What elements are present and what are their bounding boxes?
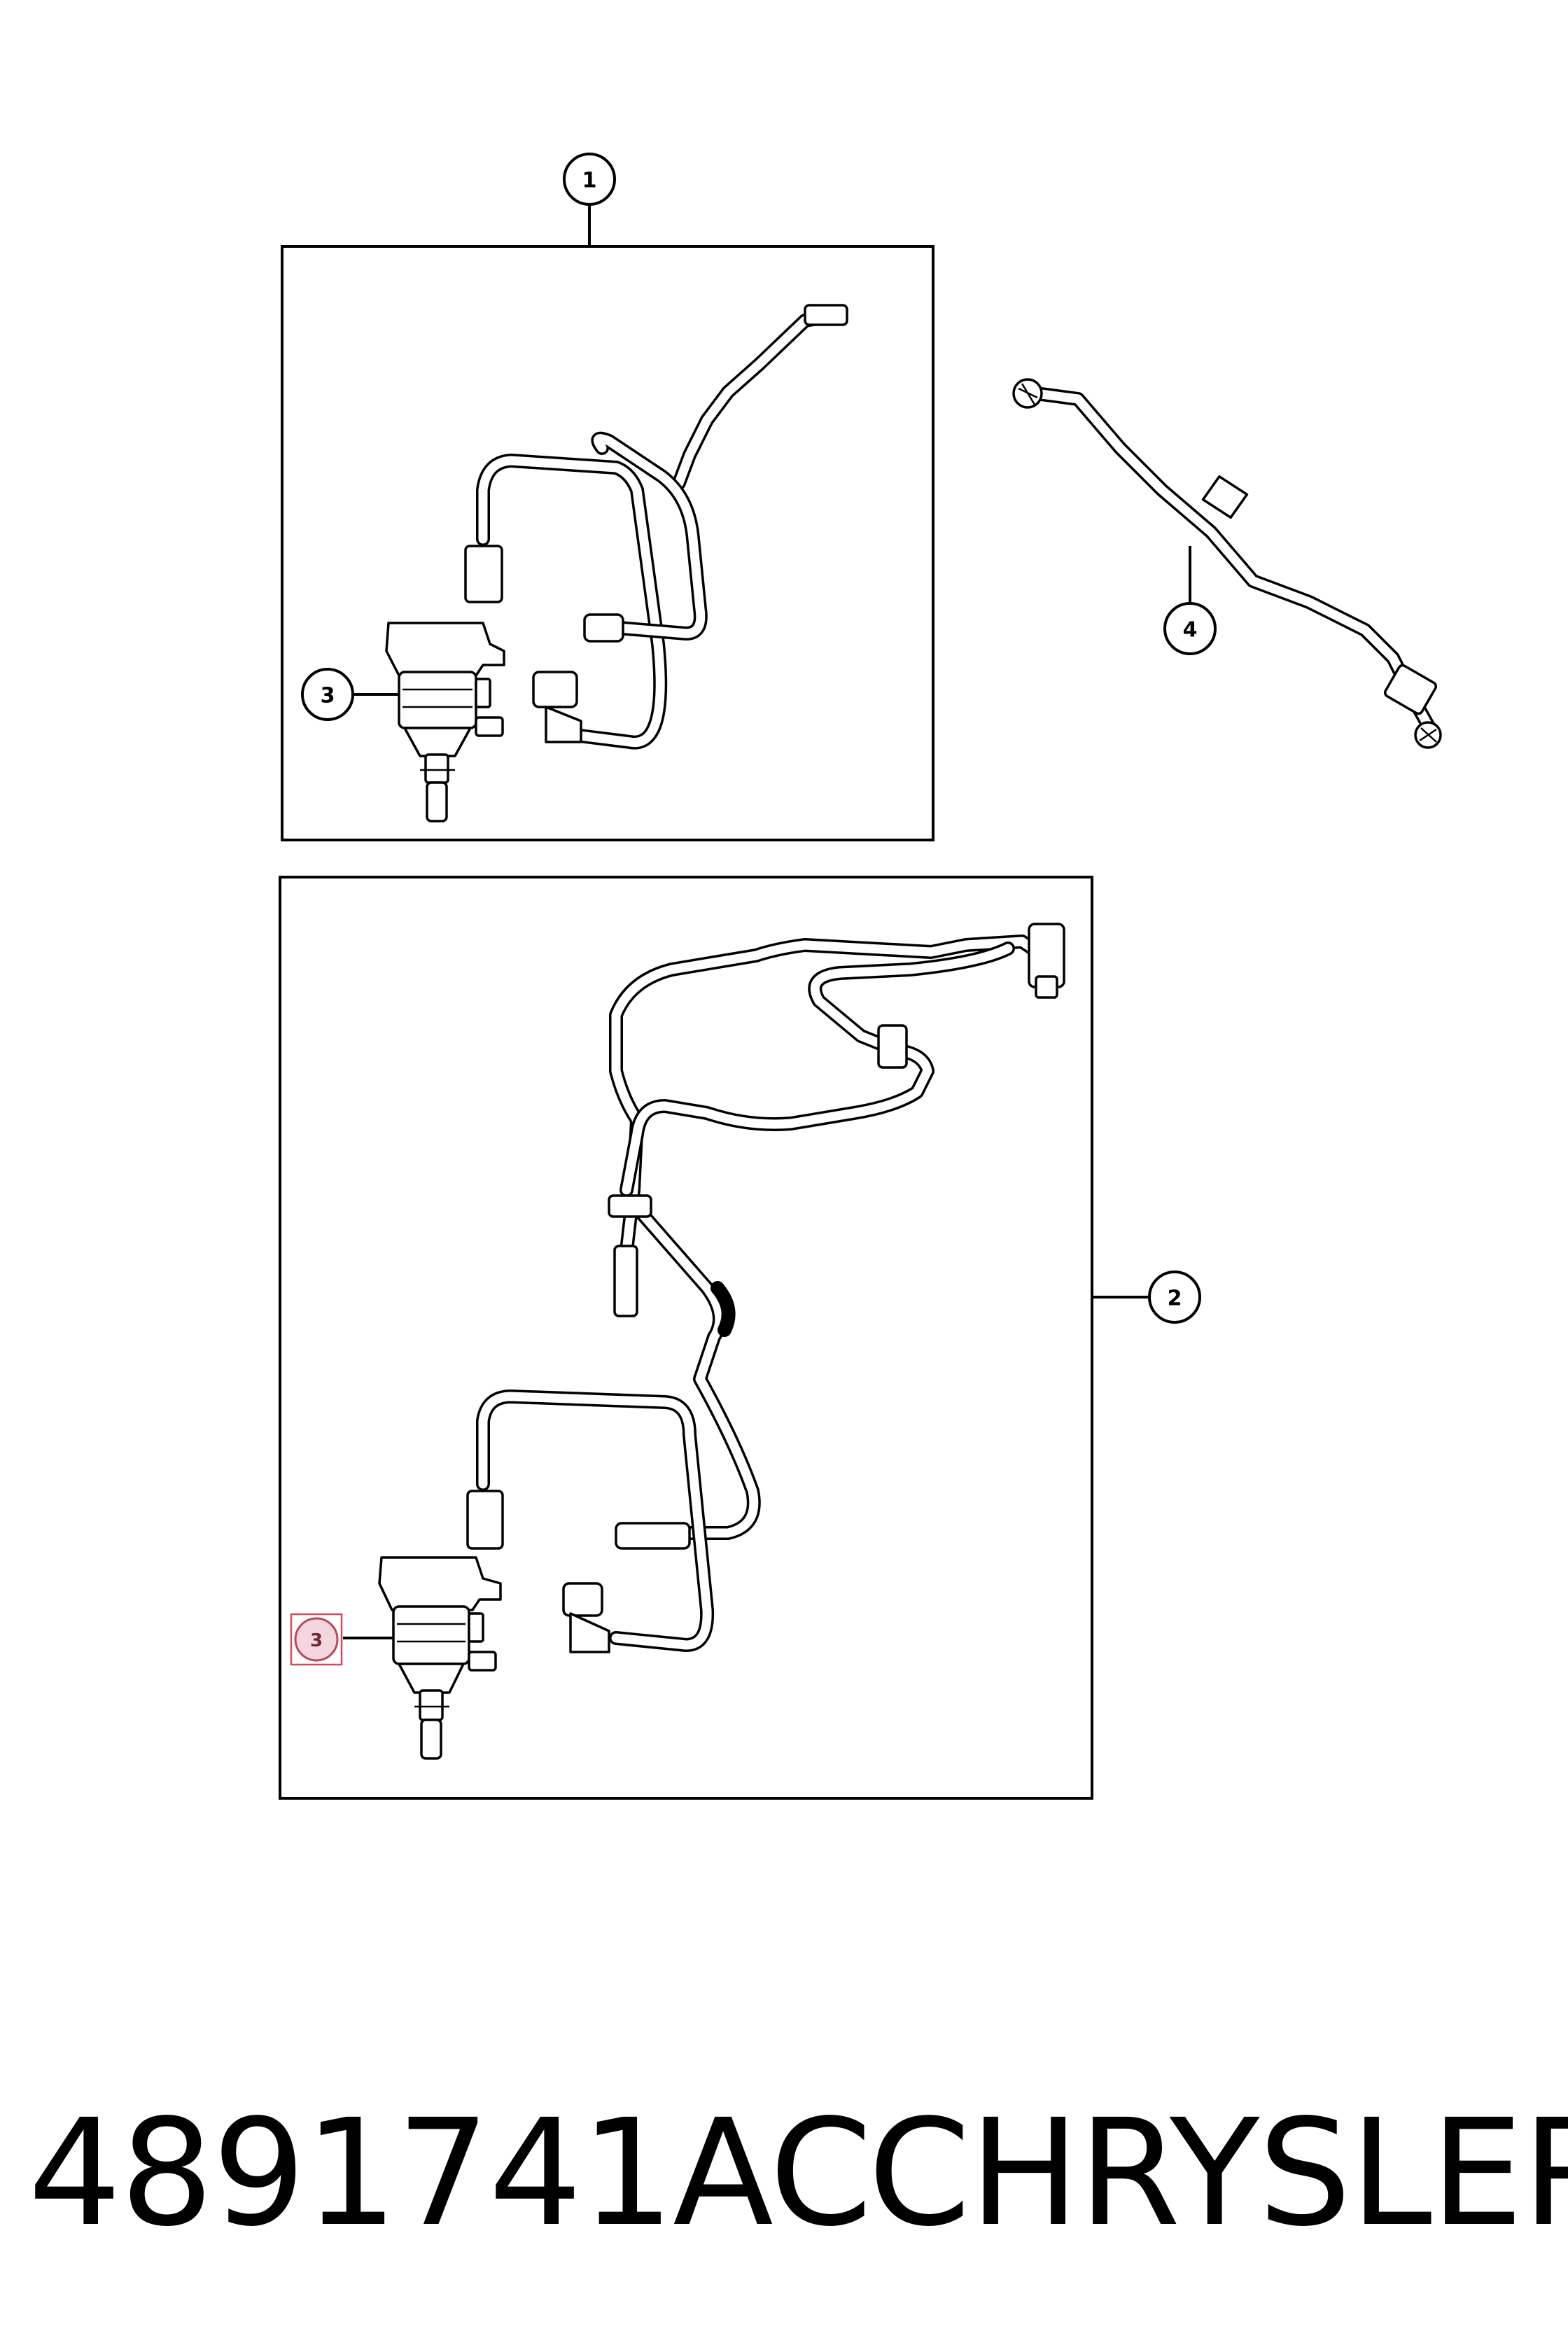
hose-1-clip — [583, 613, 624, 643]
callout-1-label: 1 — [582, 169, 597, 193]
hose-4 — [1012, 378, 1442, 749]
brand-name: CHRYSLER — [868, 2087, 1568, 2259]
hose-1-end-fitting — [804, 304, 848, 326]
hose-2-clip-b — [562, 1582, 603, 1617]
hose-1-connector — [464, 545, 503, 603]
callout-2[interactable]: 2 — [1148, 1270, 1201, 1324]
part-number: 4891741AC — [28, 2087, 872, 2259]
callout-3-top[interactable]: 3 — [301, 668, 354, 721]
hose-2-branch — [613, 1245, 638, 1317]
purge-valve-top — [385, 622, 505, 822]
callout-4[interactable]: 4 — [1163, 602, 1217, 655]
hose-1-elbow — [532, 671, 578, 708]
hose-4-clip — [1383, 664, 1438, 715]
hose-2-connector — [466, 1490, 504, 1550]
callout-1[interactable]: 1 — [563, 153, 616, 206]
purge-valve-bottom — [378, 1556, 502, 1760]
hose-2-tee — [877, 1024, 908, 1069]
hose-assembly-2 — [466, 923, 1065, 1653]
callout-3-top-label: 3 — [321, 684, 335, 708]
callout-3-bottom-label: 3 — [310, 1630, 323, 1651]
assembly-2-frame — [279, 876, 1093, 1800]
callout-3-bottom[interactable]: 3 — [294, 1617, 339, 1662]
callout-2-label: 2 — [1168, 1287, 1182, 1311]
callout-4-label: 4 — [1183, 618, 1198, 643]
hose-2-sleeve — [615, 1522, 691, 1550]
hose-assembly-1 — [464, 304, 848, 750]
assembly-1-frame — [281, 245, 934, 841]
callout-3-bottom-highlight — [290, 1613, 343, 1666]
hose-2-clip-a — [608, 1194, 652, 1218]
footer: 4891741AC CHRYSLER — [0, 2072, 1568, 2275]
